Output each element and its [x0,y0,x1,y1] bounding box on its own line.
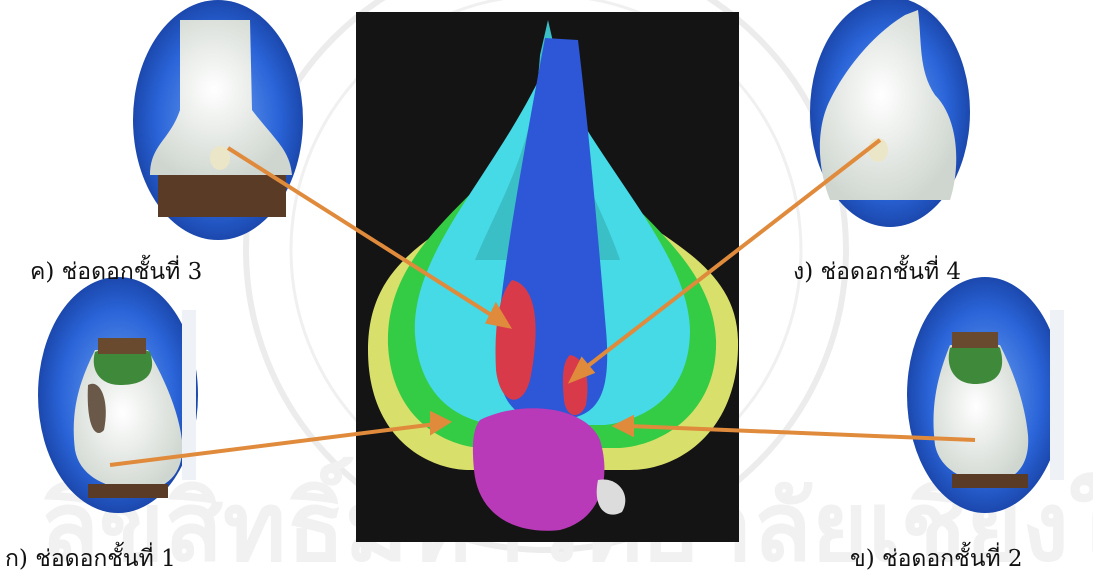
caption-layer-2: ข) ช่อดอกชั้นที่ 2 [850,541,1023,577]
inset-photo-layer-2 [907,277,1064,513]
caption-layer-4: ง) ช่อดอกชั้นที่ 4 [793,254,961,290]
inset-photo-layer-4 [810,0,970,227]
caption-layer-3: ค) ช่อดอกชั้นที่ 3 [30,254,202,290]
inset-photo-layer-1 [38,277,198,513]
dissection-photo [356,12,739,542]
caption-layer-1: ก) ช่อดอกชั้นที่ 1 [5,541,176,577]
inset-photo-layer-3 [133,0,303,240]
